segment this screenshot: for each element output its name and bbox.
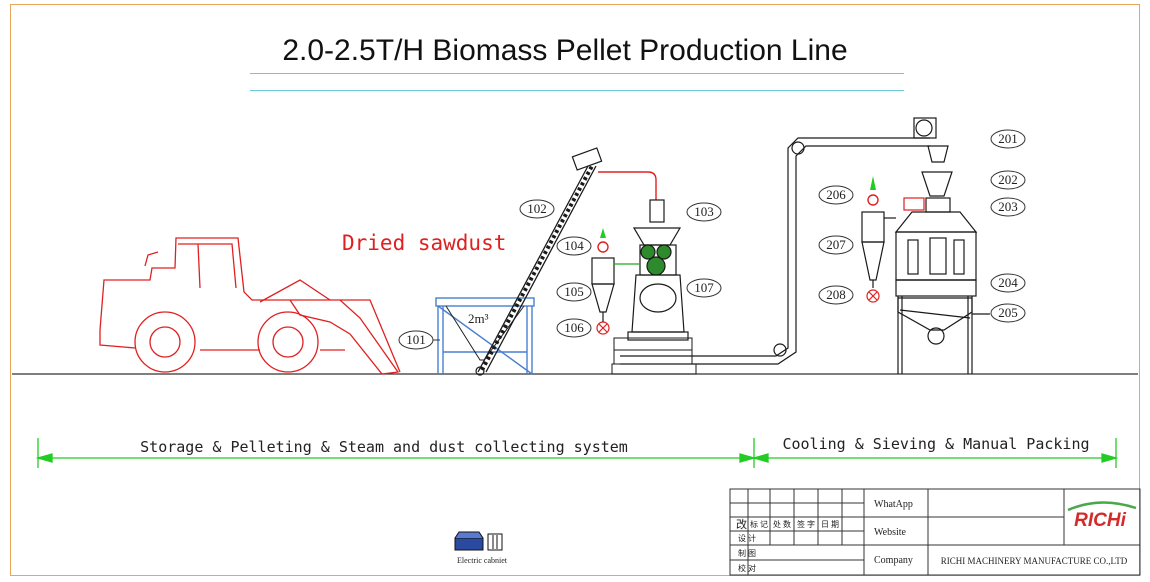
section-dimension bbox=[35, 438, 1119, 468]
callout-201: 201 bbox=[990, 129, 1026, 149]
title-block-grid-labels: 改 标 记 处 数 签 字 日 期 设 计 制 图 校 对 bbox=[736, 517, 839, 573]
company-name: RICHI MACHINERY MANUFACTURE CO.,LTD bbox=[941, 556, 1128, 566]
svg-text:设 计: 设 计 bbox=[738, 533, 756, 543]
drawing-frame bbox=[10, 4, 1140, 576]
svg-text:标 记: 标 记 bbox=[750, 519, 768, 529]
cyclone-dust-collector bbox=[591, 257, 640, 335]
svg-text:106: 106 bbox=[564, 320, 584, 335]
fan-104 bbox=[597, 228, 609, 253]
company-label: Company bbox=[874, 555, 913, 566]
svg-text:208: 208 bbox=[826, 287, 846, 302]
svg-text:104: 104 bbox=[564, 238, 584, 253]
storage-bin bbox=[435, 297, 535, 375]
fan-206 bbox=[867, 176, 879, 206]
title-underline-top bbox=[250, 73, 904, 74]
svg-text:102: 102 bbox=[527, 201, 547, 216]
whatsapp-label: WhatApp bbox=[874, 499, 913, 510]
callout-104: 104 bbox=[556, 236, 592, 256]
svg-text:103: 103 bbox=[694, 204, 714, 219]
svg-text:204: 204 bbox=[998, 275, 1018, 290]
svg-text:校 对: 校 对 bbox=[738, 563, 756, 573]
wheel-loader bbox=[99, 237, 401, 375]
callout-205: 205 bbox=[990, 303, 1026, 323]
svg-text:RICHi: RICHi bbox=[1074, 510, 1126, 531]
section-right-label: Cooling & Sieving & Manual Packing bbox=[782, 435, 1089, 453]
svg-text:206: 206 bbox=[826, 187, 846, 202]
website-label: Website bbox=[874, 527, 907, 538]
callout-206: 206 bbox=[818, 185, 854, 205]
svg-text:201: 201 bbox=[998, 131, 1018, 146]
counterflow-cooler bbox=[894, 145, 978, 297]
svg-text:207: 207 bbox=[826, 237, 846, 252]
screw-conveyor bbox=[475, 147, 603, 376]
feed-pipe bbox=[598, 171, 657, 200]
svg-text:制 图: 制 图 bbox=[738, 548, 756, 558]
section-left-label: Storage & Pelleting & Steam and dust col… bbox=[140, 438, 628, 456]
callout-207: 207 bbox=[818, 235, 854, 255]
callout-101: 101 bbox=[398, 330, 440, 350]
svg-text:签 字: 签 字 bbox=[797, 519, 815, 529]
callout-105: 105 bbox=[556, 282, 592, 302]
svg-text:改: 改 bbox=[736, 517, 747, 531]
bin-volume-label: 2m³ bbox=[468, 311, 489, 326]
title-block bbox=[729, 488, 1141, 576]
svg-text:日 期: 日 期 bbox=[821, 520, 839, 529]
electric-cabinet-label: Electric cabniet bbox=[457, 556, 508, 565]
callout-103: 103 bbox=[686, 202, 722, 222]
svg-text:105: 105 bbox=[564, 284, 584, 299]
svg-text:202: 202 bbox=[998, 172, 1018, 187]
page-title: 2.0-2.5T/H Biomass Pellet Production Lin… bbox=[282, 34, 848, 67]
material-label: Dried sawdust bbox=[342, 231, 506, 255]
callout-106: 106 bbox=[556, 318, 592, 338]
richi-logo: RICHi bbox=[1067, 501, 1137, 531]
callout-102: 102 bbox=[519, 199, 555, 219]
svg-text:处 数: 处 数 bbox=[773, 519, 791, 529]
vibrating-sieve bbox=[897, 296, 990, 374]
bucket-elevator bbox=[620, 117, 937, 365]
callout-208: 208 bbox=[818, 285, 854, 305]
callout-204: 204 bbox=[990, 273, 1026, 293]
cooler-cyclone bbox=[861, 211, 896, 303]
svg-text:107: 107 bbox=[694, 280, 714, 295]
equipment-callouts: 101 102 103 104 105 106 107 201 202 203 … bbox=[398, 129, 1026, 350]
title-underline-bottom bbox=[250, 90, 904, 91]
callout-203: 203 bbox=[990, 197, 1026, 217]
svg-text:203: 203 bbox=[998, 199, 1018, 214]
svg-text:205: 205 bbox=[998, 305, 1018, 320]
svg-text:101: 101 bbox=[406, 332, 426, 347]
callout-107: 107 bbox=[686, 278, 722, 298]
callout-202: 202 bbox=[990, 170, 1026, 190]
electric-cabinet-icon bbox=[454, 531, 503, 551]
pellet-mill bbox=[627, 199, 689, 341]
